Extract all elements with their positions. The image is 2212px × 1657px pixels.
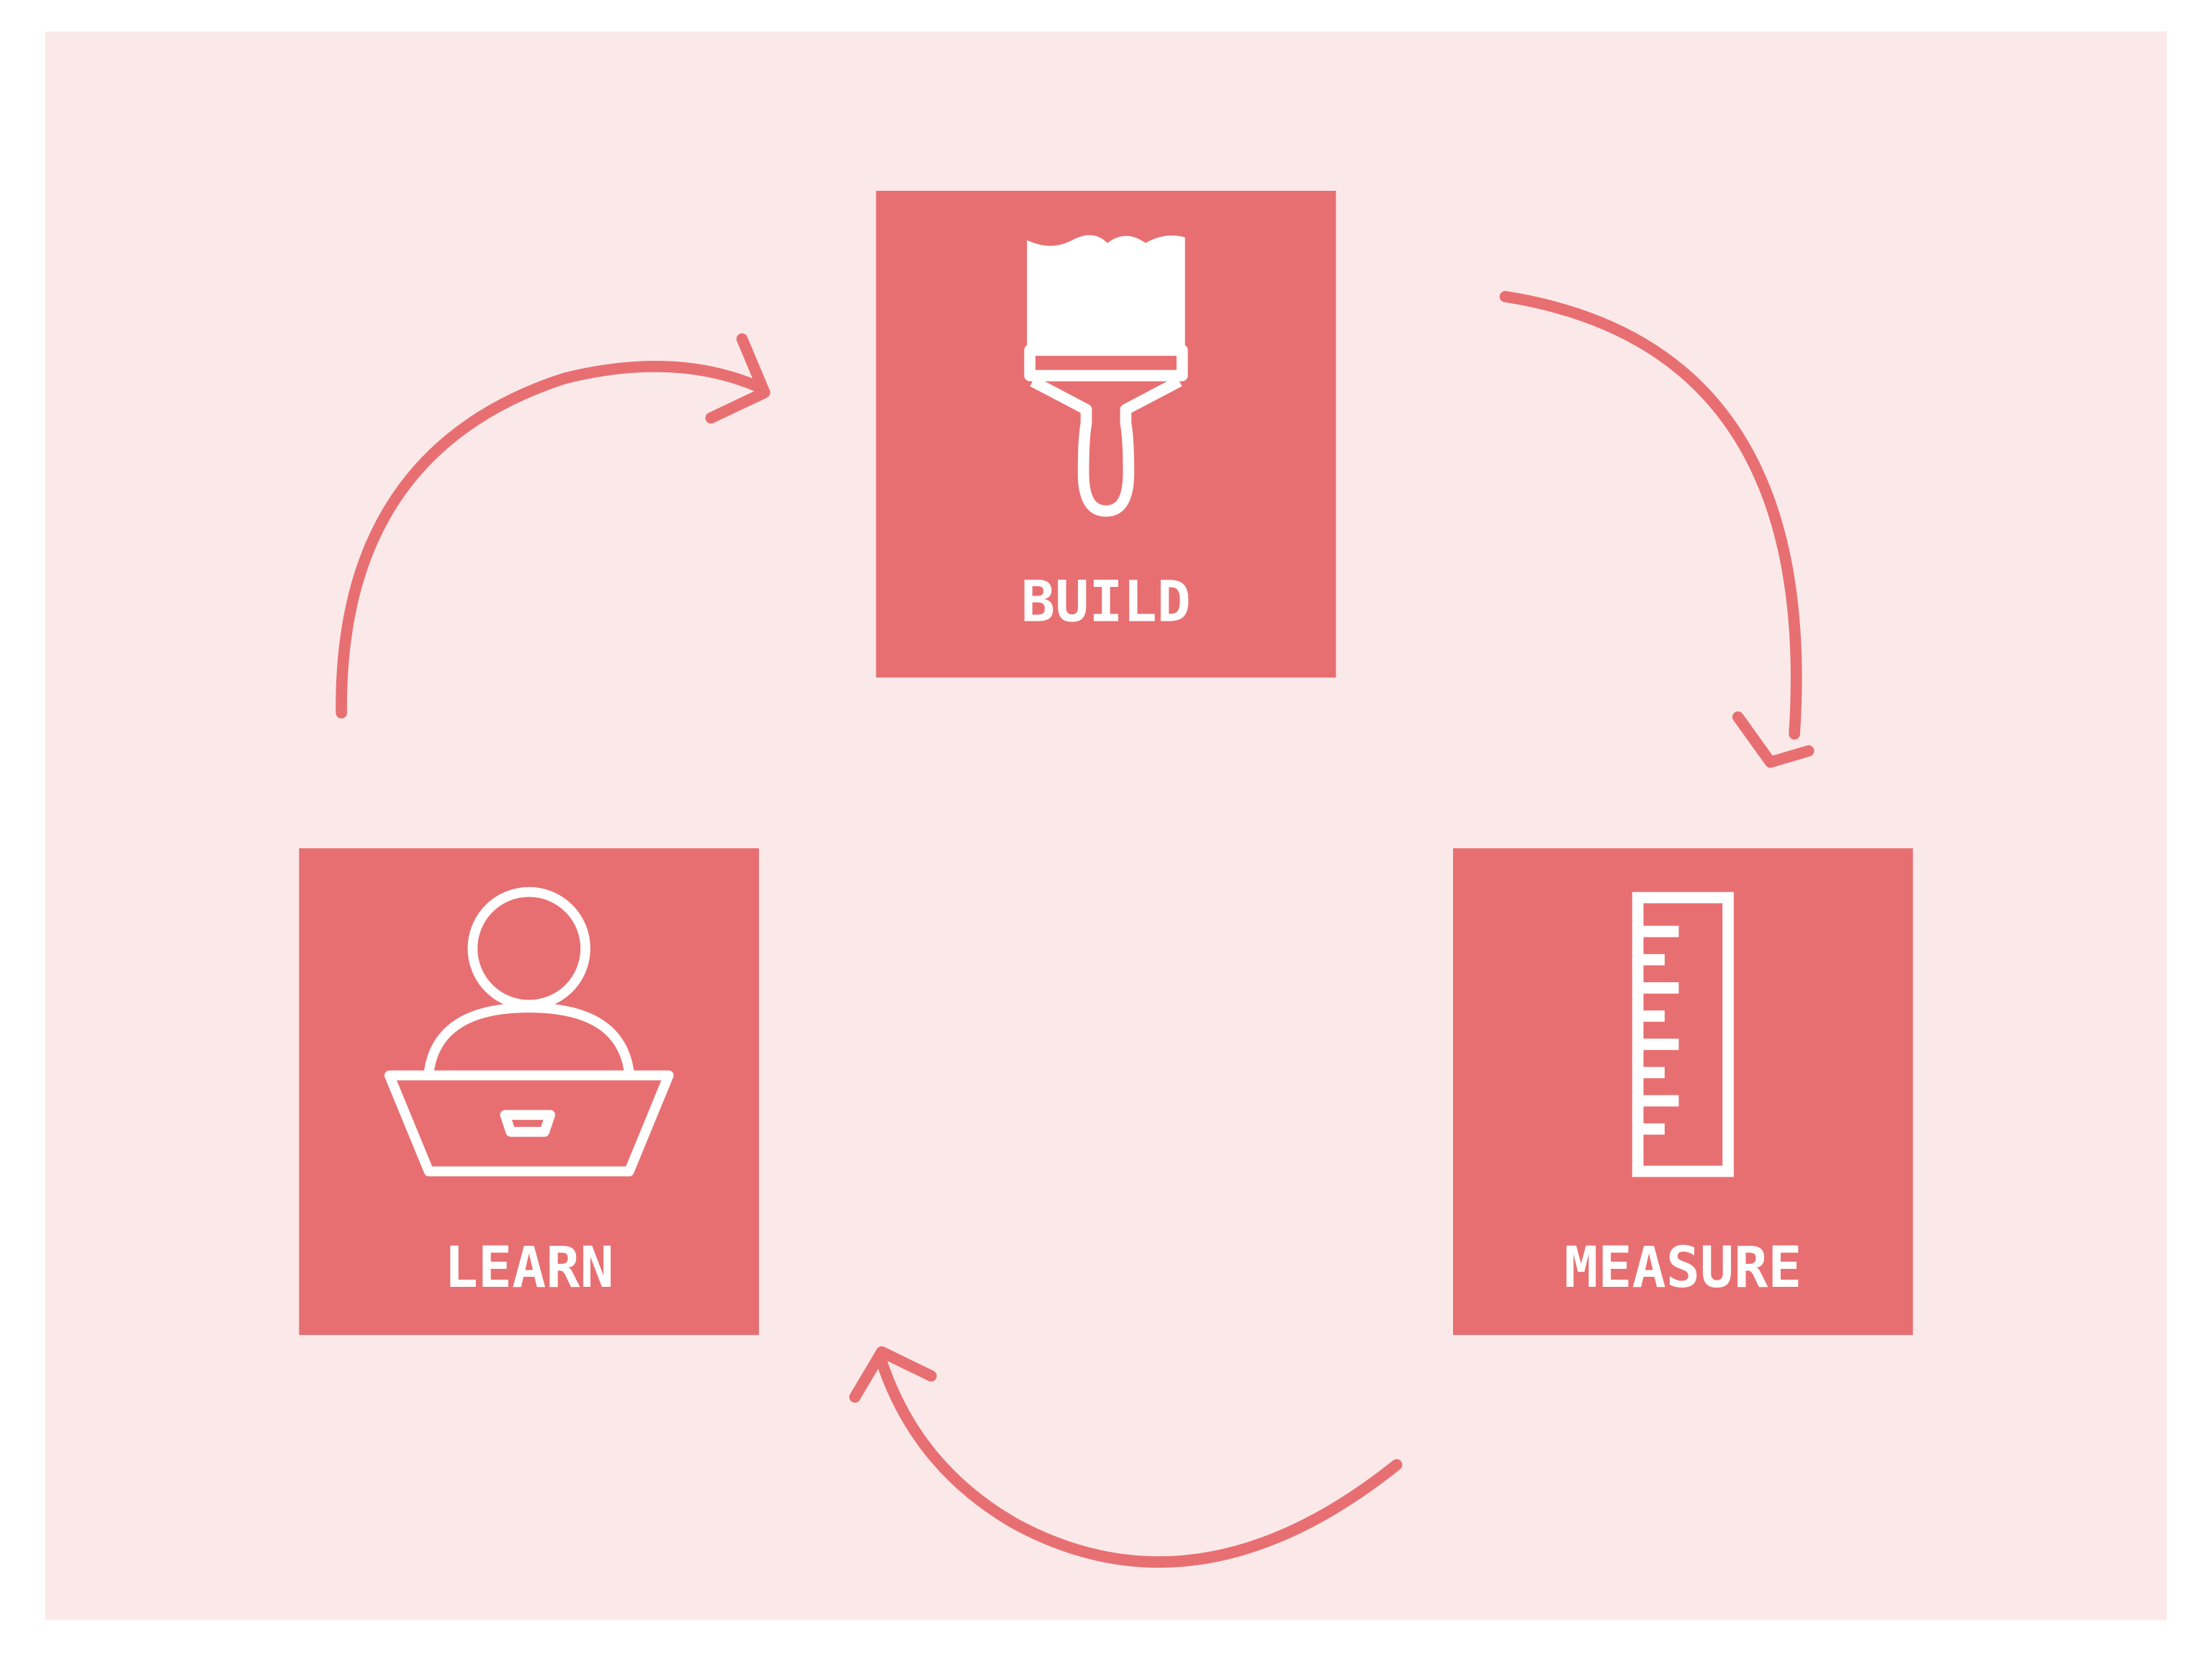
learn-label: LEARN xyxy=(444,1235,614,1301)
build-label: BUILD xyxy=(1021,570,1191,635)
arrow-learn-to-build xyxy=(336,333,770,719)
measure-label: MEASURE xyxy=(1564,1235,1802,1301)
person-laptop-icon xyxy=(384,886,674,1177)
paintbrush-icon xyxy=(1024,235,1188,517)
measure-box xyxy=(1452,848,1913,1335)
arrow-build-to-measure xyxy=(1499,291,1815,768)
step-learn: LEARN xyxy=(299,848,760,1335)
step-measure: MEASURE xyxy=(1452,848,1913,1335)
step-build: BUILD xyxy=(876,190,1336,678)
learn-box xyxy=(299,848,760,1335)
ruler-icon xyxy=(1632,892,1734,1177)
arrow-measure-to-learn xyxy=(849,1346,1403,1568)
